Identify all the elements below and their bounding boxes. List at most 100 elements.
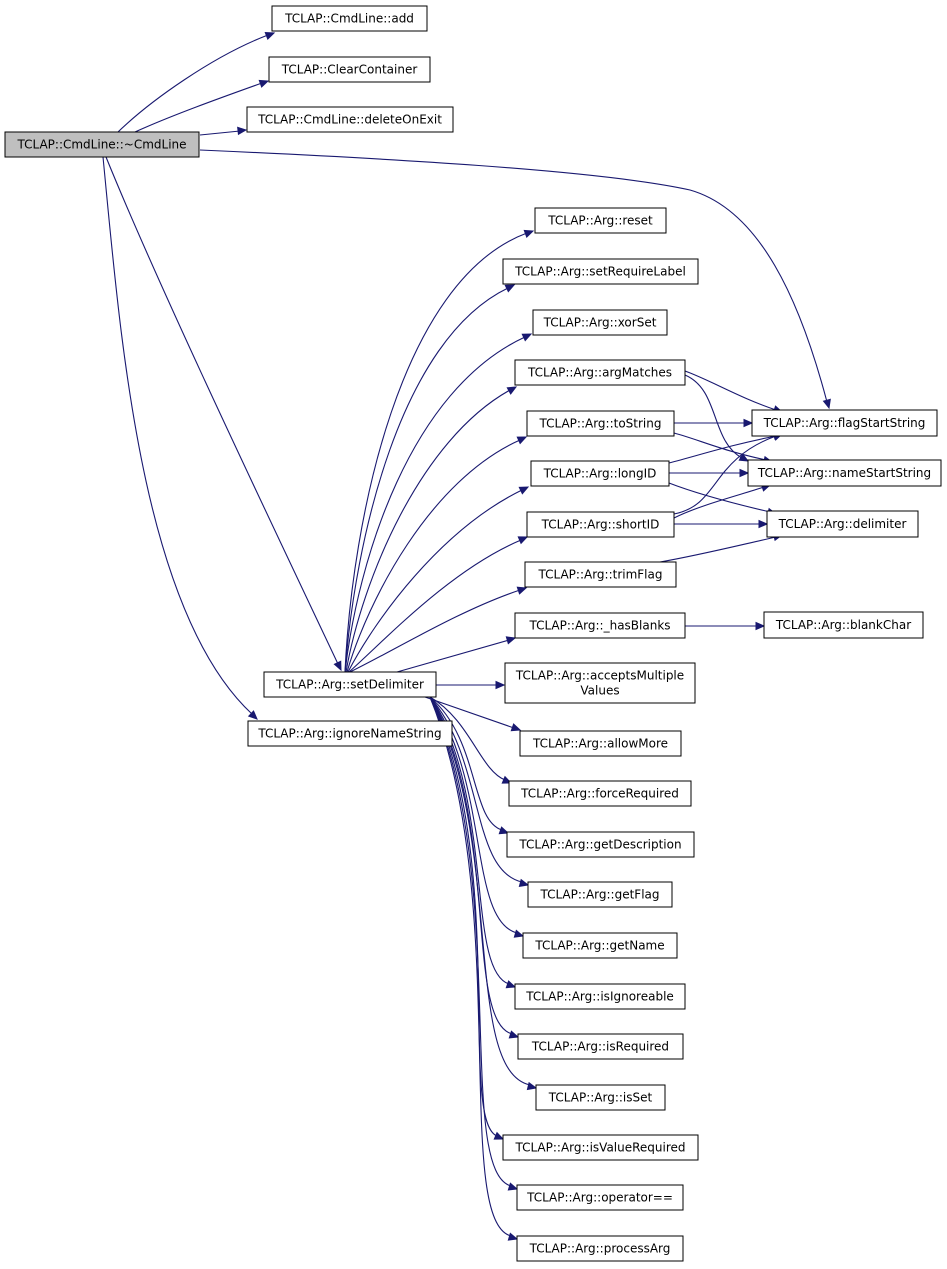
node-box (246, 106, 454, 133)
edge-line (105, 156, 339, 665)
node-isvaluerequired[interactable]: TCLAP::Arg::isValueRequired (502, 1134, 699, 1161)
node-delimiter[interactable]: TCLAP::Arg::delimiter (766, 510, 919, 538)
edge-setdelimiter-to-tostring (346, 436, 528, 673)
node-label: TCLAP::Arg::getDescription (518, 838, 681, 852)
edge-line (684, 374, 743, 459)
node-box (516, 1184, 684, 1211)
node-label: TCLAP::Arg::_hasBlanks (528, 619, 670, 633)
node-ignorenamestring[interactable]: TCLAP::Arg::ignoreNameString (247, 720, 453, 747)
node-root[interactable]: TCLAP::CmdLine::~CmdLine (4, 131, 200, 158)
arrowhead-icon (506, 386, 518, 395)
node-blankchar[interactable]: TCLAP::Arg::blankChar (763, 611, 924, 639)
edge-setdelimiter-to-operator-eq (429, 696, 519, 1191)
edge-line (429, 696, 531, 1086)
node-box (763, 611, 924, 639)
edge-setdelimiter-to-argmatches (345, 386, 518, 673)
edge-setdelimiter-to-setrequirelabel (344, 284, 516, 673)
arrowhead-icon (507, 1182, 519, 1191)
node-hasblanks[interactable]: TCLAP::Arg::_hasBlanks (514, 612, 686, 639)
arrowhead-icon (758, 519, 769, 529)
node-trimflag[interactable]: TCLAP::Arg::trimFlag (524, 561, 677, 588)
arrowhead-icon (505, 636, 517, 645)
edge-line (344, 336, 526, 673)
node-operator-eq[interactable]: TCLAP::Arg::operator== (516, 1184, 684, 1211)
node-cl-delete[interactable]: TCLAP::CmdLine::deleteOnExit (246, 106, 454, 133)
node-label: TCLAP::Arg::flagStartString (763, 416, 926, 430)
edge-setdelimiter-to-xorset (344, 333, 533, 673)
node-box (514, 359, 686, 386)
arrowhead-icon (518, 486, 530, 495)
node-processarg[interactable]: TCLAP::Arg::processArg (516, 1235, 684, 1262)
edge-root-to-setdelimiter (105, 156, 342, 672)
node-label: TCLAP::Arg::getFlag (539, 888, 659, 902)
node-box (502, 1134, 699, 1161)
node-reset[interactable]: TCLAP::Arg::reset (534, 207, 667, 234)
edge-line (429, 696, 512, 1237)
node-namestartstring[interactable]: TCLAP::Arg::nameStartString (747, 459, 942, 487)
arrowhead-icon (738, 453, 750, 462)
edge-setdelimiter-to-longid (347, 486, 530, 673)
node-forcerequired[interactable]: TCLAP::Arg::forceRequired (508, 780, 692, 807)
node-setrequirelabel[interactable]: TCLAP::Arg::setRequireLabel (502, 258, 699, 285)
node-getflag[interactable]: TCLAP::Arg::getFlag (527, 881, 673, 908)
node-label: TCLAP::Arg::reset (547, 214, 653, 228)
node-argmatches[interactable]: TCLAP::Arg::argMatches (514, 359, 686, 386)
node-isset[interactable]: TCLAP::Arg::isSet (535, 1084, 666, 1111)
node-box (506, 831, 695, 858)
node-isrequired[interactable]: TCLAP::Arg::isRequired (517, 1033, 684, 1060)
node-label: TCLAP::Arg::setRequireLabel (514, 265, 686, 279)
edge-line (199, 149, 828, 403)
edge-shortid-to-delimiter (674, 519, 769, 529)
edge-root-to-cl-add (117, 32, 276, 133)
arrowhead-icon (523, 229, 535, 238)
edge-line (429, 696, 512, 1187)
edge-line (349, 589, 521, 673)
edge-line (424, 696, 515, 729)
node-box (527, 881, 673, 908)
node-box (535, 1084, 666, 1111)
node-shortid[interactable]: TCLAP::Arg::shortID (526, 511, 675, 538)
node-label: TCLAP::CmdLine::deleteOnExit (257, 113, 442, 127)
edge-line (673, 486, 765, 519)
edge-root-to-flagstartstring (199, 149, 831, 410)
edge-line (117, 34, 269, 133)
arrowhead-icon (504, 284, 516, 293)
edge-setdelimiter-to-trimflag (349, 586, 528, 673)
edge-line (102, 156, 253, 715)
edge-setdelimiter-to-shortid (348, 536, 529, 673)
node-label: TCLAP::Arg::xorSet (543, 316, 657, 330)
arrowhead-icon (493, 1131, 505, 1140)
arrowhead-icon (516, 586, 528, 595)
node-box (271, 5, 428, 32)
node-setdelimiter[interactable]: TCLAP::Arg::setDelimiter (263, 671, 437, 698)
node-tostring[interactable]: TCLAP::Arg::toString (526, 410, 675, 437)
node-box (526, 511, 675, 538)
edge-line (346, 439, 521, 673)
node-getdescription[interactable]: TCLAP::Arg::getDescription (506, 831, 695, 858)
node-label: TCLAP::Arg::isValueRequired (514, 1141, 685, 1155)
edge-root-to-clear-container (134, 79, 270, 133)
node-getname[interactable]: TCLAP::Arg::getName (522, 932, 678, 959)
node-box (504, 662, 696, 704)
arrowhead-icon (237, 126, 248, 136)
node-label: TCLAP::Arg::shortID (541, 518, 660, 532)
node-label: TCLAP::Arg::allowMore (532, 737, 668, 751)
node-allowmore[interactable]: TCLAP::Arg::allowMore (519, 730, 682, 757)
node-isignoreable[interactable]: TCLAP::Arg::isIgnoreable (514, 983, 686, 1010)
node-cl-add[interactable]: TCLAP::CmdLine::add (271, 5, 428, 32)
edge-setdelimiter-to-getdescription (429, 696, 510, 835)
node-clear-container[interactable]: TCLAP::ClearContainer (268, 56, 431, 83)
node-label: TCLAP::CmdLine::add (284, 12, 414, 26)
node-label: TCLAP::Arg::isSet (548, 1091, 653, 1105)
node-label: TCLAP::Arg::nameStartString (757, 466, 931, 480)
node-longid[interactable]: TCLAP::Arg::longID (530, 460, 670, 487)
node-xorset[interactable]: TCLAP::Arg::xorSet (532, 309, 668, 336)
node-label: TCLAP::ClearContainer (281, 63, 418, 77)
node-flagstartstring[interactable]: TCLAP::Arg::flagStartString (751, 409, 938, 437)
arrowhead-icon (510, 723, 522, 732)
node-label: TCLAP::Arg::getName (534, 939, 664, 953)
edge-hasblanks-to-blankchar (685, 621, 766, 631)
edge-line (673, 435, 777, 515)
